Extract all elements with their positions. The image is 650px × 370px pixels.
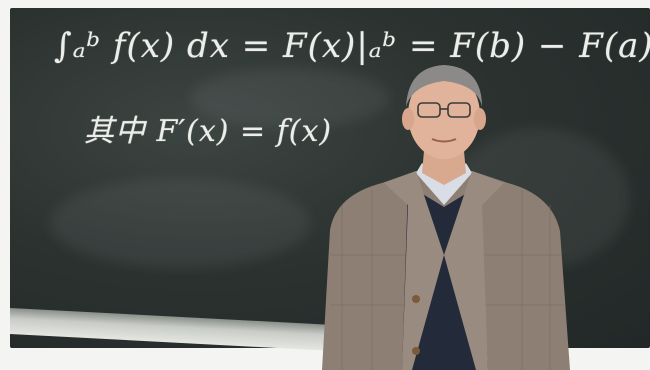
ear-left <box>402 108 414 130</box>
head <box>408 71 480 159</box>
chalk-smudge <box>190 68 390 128</box>
blazer-lapel-right <box>444 171 504 370</box>
glasses <box>417 102 471 118</box>
chalk-smudge <box>50 178 310 268</box>
mouth <box>431 138 457 143</box>
chalkboard: ∫ₐᵇ f(x) dx = F(x)|ₐᵇ = F(b) − F(a) 其中 F… <box>10 8 650 352</box>
blazer-button <box>412 295 420 303</box>
chalk-equation-line-2: 其中 F′(x) = f(x) <box>84 114 333 149</box>
blazer-lapel-left <box>384 171 444 370</box>
hair <box>406 65 482 107</box>
ear-right <box>474 108 486 130</box>
neck <box>422 151 466 185</box>
presenter-figure <box>322 65 570 370</box>
chalk-equation-line-1: ∫ₐᵇ f(x) dx = F(x)|ₐᵇ = F(b) − F(a) <box>54 26 650 66</box>
chalk-tray <box>10 308 350 352</box>
blazer-plaid <box>330 190 564 370</box>
blazer-button <box>412 347 420 355</box>
